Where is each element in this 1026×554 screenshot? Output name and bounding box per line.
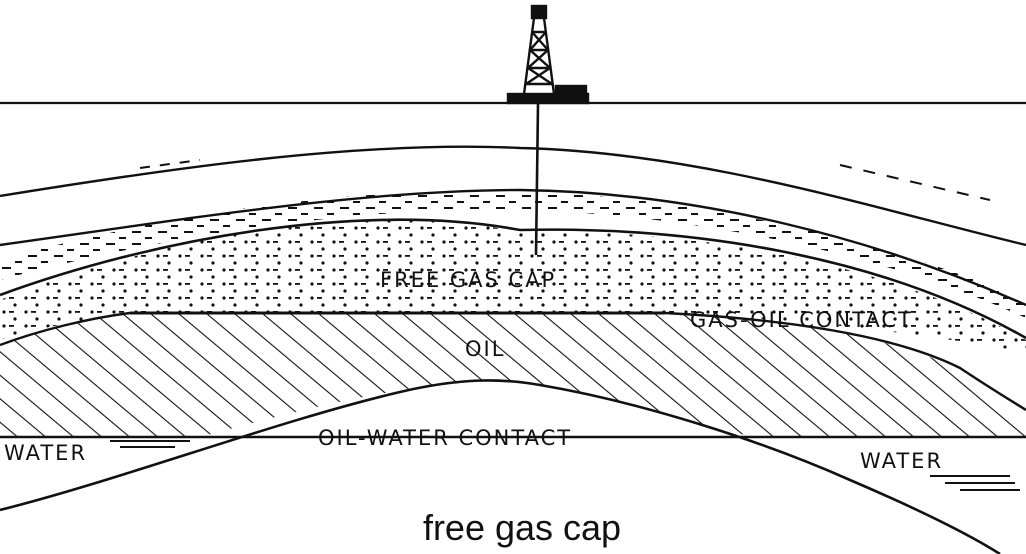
oil-zone-upper-boundary (0, 311, 1026, 412)
oil-water-contact-label: OIL-WATER CONTACT (318, 426, 572, 450)
stratum-line-1 (0, 145, 1026, 247)
water-symbol-left (110, 440, 190, 448)
oil-zone-region (0, 313, 1026, 437)
oil-derrick-icon (506, 4, 590, 105)
stratum-dash-right (839, 164, 991, 201)
gas-oil-contact-label: GAS-OIL CONTACT (690, 308, 913, 332)
water-symbol-right (930, 475, 1020, 491)
oil-label: OIL (465, 337, 505, 361)
water-left-label: WATER (4, 441, 87, 465)
lower-stratum-curve (0, 379, 1001, 554)
dashed-seal-band (0, 190, 1026, 318)
reservoir-top-boundary (0, 218, 1026, 340)
well-bore-line (534, 103, 540, 256)
water-right-label: WATER (860, 449, 943, 473)
free-gas-cap-label: FREE GAS CAP (380, 268, 556, 292)
figure-caption: free gas cap (423, 507, 621, 548)
